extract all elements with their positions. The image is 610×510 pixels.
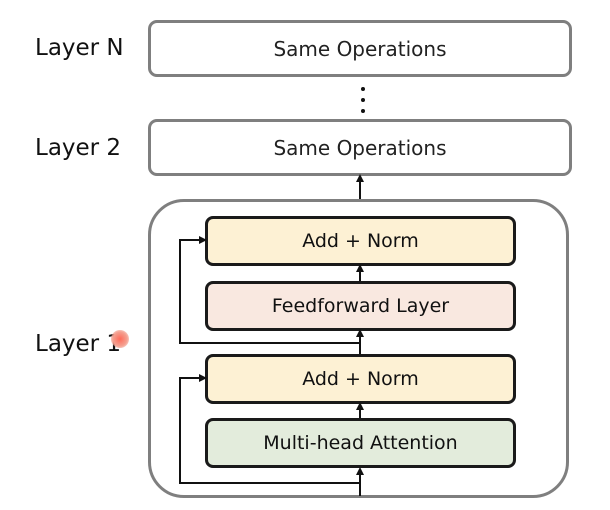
layer-2-label: Layer 2 (35, 135, 122, 161)
layer-1-label: Layer 1 (35, 331, 122, 357)
feedforward-block: Feedforward Layer (205, 281, 516, 331)
layer-2-box: Same Operations (148, 119, 572, 176)
add-norm-top-block: Add + Norm (205, 216, 516, 266)
ellipsis-icon (356, 87, 370, 113)
attention-block: Multi-head Attention (205, 418, 516, 468)
cursor-pointer-icon (111, 330, 129, 348)
add-norm-bottom-block: Add + Norm (205, 354, 516, 404)
layer-n-box: Same Operations (148, 20, 572, 77)
layer-n-label: Layer N (35, 35, 124, 61)
